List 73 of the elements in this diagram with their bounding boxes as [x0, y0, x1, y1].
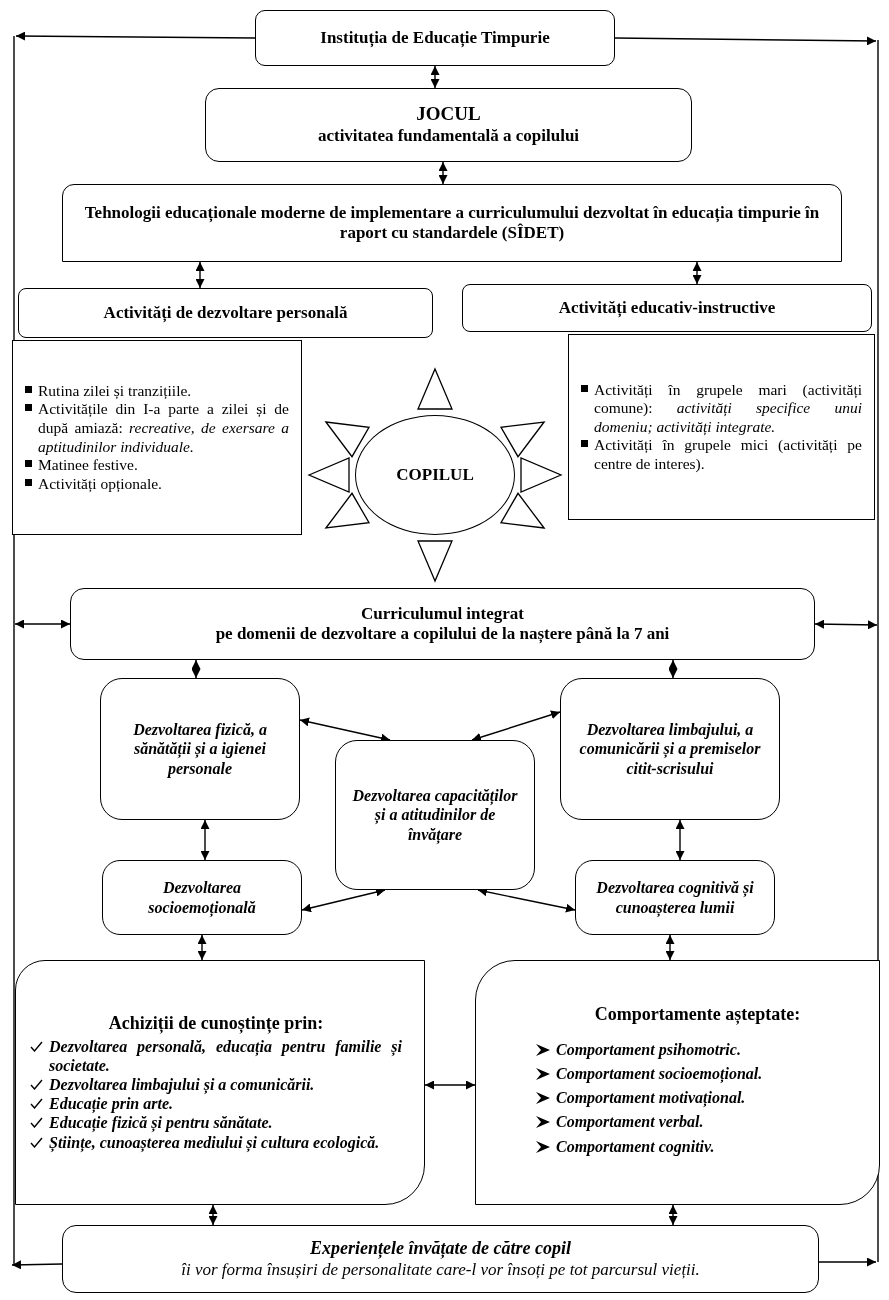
- box-title: Curriculumul integrat: [360, 603, 525, 624]
- list-item: Comportament verbal.: [556, 1112, 705, 1132]
- domain-label: Dezvoltarea limbajului, a comunicării și a premiselor citit-scrisului: [578, 720, 762, 778]
- content-panel: [15, 960, 425, 1205]
- arrow: [11, 1260, 63, 1270]
- domain-box: [575, 860, 775, 935]
- list-item: Comportament socioemoțional.: [556, 1064, 764, 1084]
- list-item: Științe, cunoașterea mediului și cultura ecologică.: [49, 1132, 381, 1152]
- arrow: [668, 1204, 678, 1226]
- list-item: Activități opționale.: [38, 474, 163, 494]
- domain-box: [560, 678, 780, 820]
- domain-label: Dezvoltarea socioemoțională: [147, 878, 257, 917]
- domain-label: Dezvoltarea fizică, a sănătății și a igienei personale: [132, 720, 268, 778]
- content-panel: [475, 960, 880, 1205]
- list-item: Educație prin arte.: [49, 1094, 174, 1114]
- arrow: [668, 659, 678, 679]
- arrow: [197, 934, 207, 961]
- list-item: Activități în grupele mari (activități comune): activități specifice unui domeniu; activități integrate.: [594, 380, 862, 437]
- arrow: [438, 161, 448, 185]
- list-panel: [12, 340, 302, 535]
- domain-box: [335, 740, 535, 890]
- rounded-box: [62, 1225, 819, 1293]
- list-item: Dezvoltarea limbajului și a comunicării.: [49, 1075, 316, 1095]
- rounded-box: [70, 588, 815, 660]
- arrow: [191, 659, 201, 679]
- list-item: Dezvoltarea personală, educația pentru familie și societate.: [49, 1036, 402, 1076]
- list-item: Educație fizică și pentru sănătate.: [49, 1113, 274, 1133]
- arrow: [15, 31, 256, 41]
- section-heading: Achiziții de cunoștințe prin:: [107, 1013, 325, 1035]
- list-item: Comportament psihomotric.: [556, 1039, 742, 1059]
- arrow: [14, 619, 71, 629]
- box-title: Activități de dezvoltare personală: [102, 302, 349, 324]
- arrow: [818, 1257, 877, 1267]
- list-item: Matinee festive.: [38, 456, 139, 475]
- arrow: [477, 887, 576, 913]
- box-title: Activități educativ-instructive: [557, 297, 777, 319]
- arrow: [208, 1204, 218, 1226]
- box-subtitle: pe domenii de dezvoltare a copilului de la naștere până la 7 ani: [214, 624, 671, 645]
- domain-box: [100, 678, 300, 820]
- section-heading: Comportamente așteptate:: [593, 1004, 802, 1026]
- arrow: [692, 261, 702, 285]
- list-item: Rutina zilei și tranzițiile.: [38, 381, 193, 401]
- arrow: [430, 65, 440, 89]
- box-title: JOCUL: [415, 103, 482, 127]
- domain-box: [102, 860, 302, 935]
- list-item: Comportament cognitiv.: [556, 1136, 716, 1156]
- arrow: [424, 1080, 476, 1090]
- list-panel: [568, 334, 875, 520]
- arrow: [814, 619, 878, 630]
- arrow: [200, 819, 210, 861]
- rounded-box: [18, 288, 433, 338]
- box-title: Experiențele învățate de către copil: [309, 1238, 572, 1260]
- box-title: Tehnologii educaționale moderne de implementare a curriculumului dezvoltat în educația timpurie în raport cu standardele (SÎDET): [83, 202, 821, 244]
- domain-label: Dezvoltarea capacităților și a atitudinilor de învățare: [351, 786, 519, 844]
- list-item: Activitățile din I-a parte a zilei și de după amiază: recreative, de exersare a aptitudinilor individuale.: [38, 400, 289, 457]
- box-subtitle: activitatea fundamentală a copilului: [316, 126, 581, 147]
- box-title: Instituția de Educație Timpurie: [319, 27, 551, 49]
- rounded-box: [255, 10, 615, 66]
- box-subtitle: îi vor forma însușiri de personalitate care-l vor însoți pe tot parcursul vieții.: [180, 1259, 701, 1280]
- list-item: Comportament motivațional.: [556, 1088, 747, 1108]
- rounded-box: [462, 284, 872, 332]
- center-label: COPILUL: [395, 464, 475, 486]
- arrow: [299, 717, 391, 743]
- rounded-box: [62, 184, 842, 262]
- arrow: [301, 887, 386, 913]
- arrow: [195, 261, 205, 289]
- domain-label: Dezvoltarea cognitivă și cunoașterea lumii: [595, 878, 755, 917]
- rounded-box: [205, 88, 692, 162]
- list-item: Activități în grupele mici (activități pe centre de interes).: [594, 436, 862, 474]
- arrow: [675, 819, 685, 861]
- arrow: [614, 36, 877, 46]
- arrow: [471, 710, 561, 742]
- arrow: [665, 934, 675, 961]
